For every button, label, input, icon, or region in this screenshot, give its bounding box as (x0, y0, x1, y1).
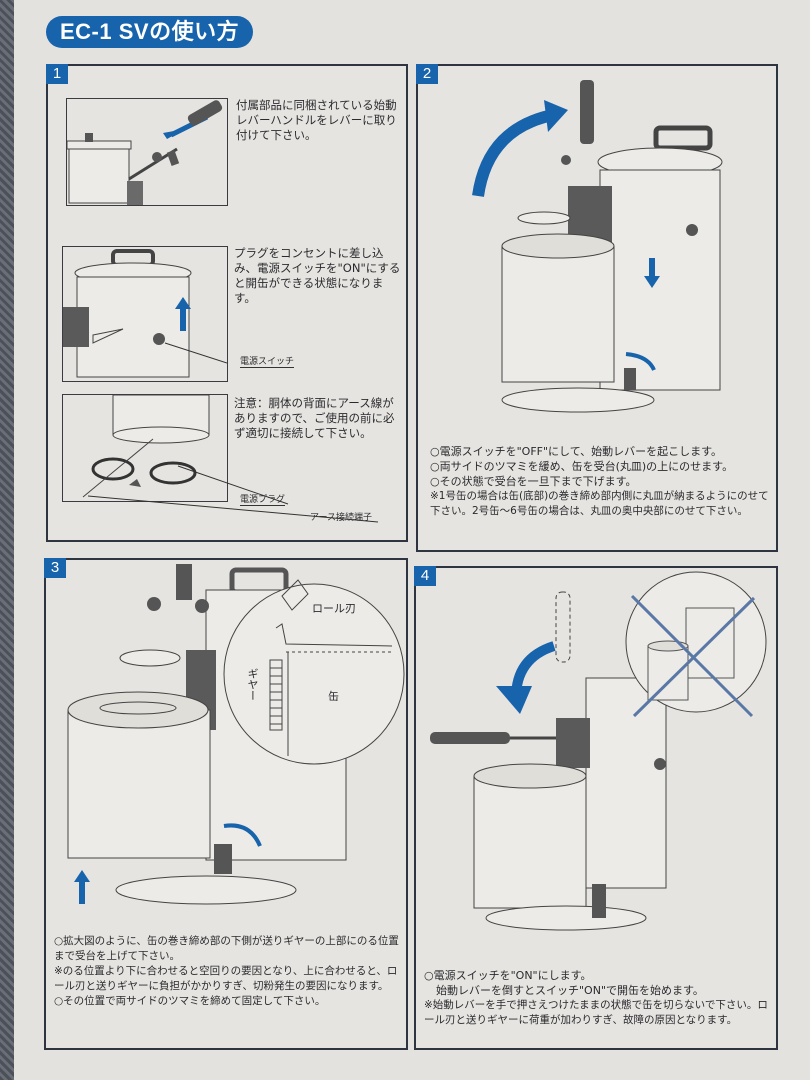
page-title: EC-1 SVの使い方 (46, 16, 254, 48)
instruction-line: ○両サイドのツマミを緩め、缶を受台(丸皿)の上にのせます。 (430, 460, 734, 473)
note-line: ※始動レバーを手で押さえつけたままの状態で缶を切らないで下さい。ロール刃と送りギ… (424, 999, 768, 1026)
ground-wire-illustration (82, 395, 210, 498)
step-3-instructions: ○拡大図のように、缶の巻き締め部の下側が送りギヤーの上部にのる位置まで受台を上げ… (54, 934, 404, 1009)
instruction-line: 始動レバーを倒すとスイッチ"ON"で開缶を始めます。 (436, 984, 704, 997)
ground-terminal-label: アース接続端子 (310, 513, 373, 523)
can-positioning-illustration (67, 564, 405, 905)
step-4-panel: 4 ○電源スイッチを"ON"にします。 始動レバーを倒すとスイッチ"ON"で開缶… (414, 566, 778, 1050)
step-1-panel: 1 付属部品に同梱されている始動レバーハンドルをレバーに取り付けて下さい。 (46, 64, 408, 542)
step-1c-text: 注意：胴体の背面にアース線がありますので、ご使用の前に必ず適切に接続して下さい。 (234, 396, 395, 440)
step-1a-text: 付属部品に同梱されている始動レバーハンドルをレバーに取り付けて下さい。 (236, 98, 397, 142)
step-2-panel: 2 ○電源スイッチを"OFF"にして、始動レバーを起こします。 ○両サイドのツマ… (416, 64, 778, 552)
arrow-up-icon (544, 100, 568, 132)
note-line: ※1号缶の場合は缶(底部)の巻き締め部内側に丸皿が納まるようにのせて下さい。2号… (430, 490, 769, 517)
lever-handle-attach-illustration (67, 100, 223, 205)
power-plug-label: 電源プラグ (240, 492, 286, 506)
step-number: 3 (44, 558, 66, 578)
can-label: 缶 (328, 690, 339, 703)
step-number: 4 (414, 566, 436, 586)
step-1c-illustration (62, 394, 228, 502)
cross-mark-icon (630, 594, 754, 718)
power-switch-label: 電源スイッチ (240, 354, 295, 368)
step-3-panel: 3 ロール刃 ギヤー 缶 ○拡大図のように、缶の巻き締め部の下側が送りギ (44, 558, 408, 1050)
arrow-up-icon (74, 870, 90, 882)
arrow-down-icon (496, 686, 532, 714)
detail-magnifier (223, 583, 405, 765)
gear-rack (269, 659, 283, 731)
step-4-instructions: ○電源スイッチを"ON"にします。 始動レバーを倒すとスイッチ"ON"で開缶を始… (424, 968, 774, 1028)
step-2-instructions: ○電源スイッチを"OFF"にして、始動レバーを起こします。 ○両サイドのツマミを… (430, 444, 770, 519)
instruction-line: ○その状態で受台を一旦下まで下げます。 (430, 475, 637, 488)
instruction-line: ○電源スイッチを"OFF"にして、始動レバーを起こします。 (430, 445, 723, 458)
instruction-line: ○その位置で両サイドのツマミを締めて固定して下さい。 (54, 995, 326, 1007)
background-edge (0, 0, 14, 1080)
roll-blade-label: ロール刃 (312, 602, 356, 615)
can-opener-lever-up-illustration (472, 80, 723, 413)
step-number: 2 (416, 64, 438, 84)
power-switch-illustration (63, 249, 227, 378)
step-1b-illustration (62, 246, 228, 382)
gear-label: ギヤー (246, 668, 259, 701)
instruction-line: ○電源スイッチを"ON"にします。 (424, 969, 592, 982)
start-cutting-illustration (430, 571, 767, 931)
step-1b-text: プラグをコンセントに差し込み、電源スイッチを"ON"にすると開缶ができる状態にな… (234, 246, 401, 305)
instruction-line: ○拡大図のように、缶の巻き締め部の下側が送りギヤーの上部にのる位置まで受台を上げ… (54, 935, 399, 962)
step-1a-illustration (66, 98, 228, 206)
note-line: ※のる位置より下に合わせると空回りの要因となり、上に合わせると、ロール刃と送りギ… (54, 965, 398, 992)
step-number: 1 (46, 64, 68, 84)
